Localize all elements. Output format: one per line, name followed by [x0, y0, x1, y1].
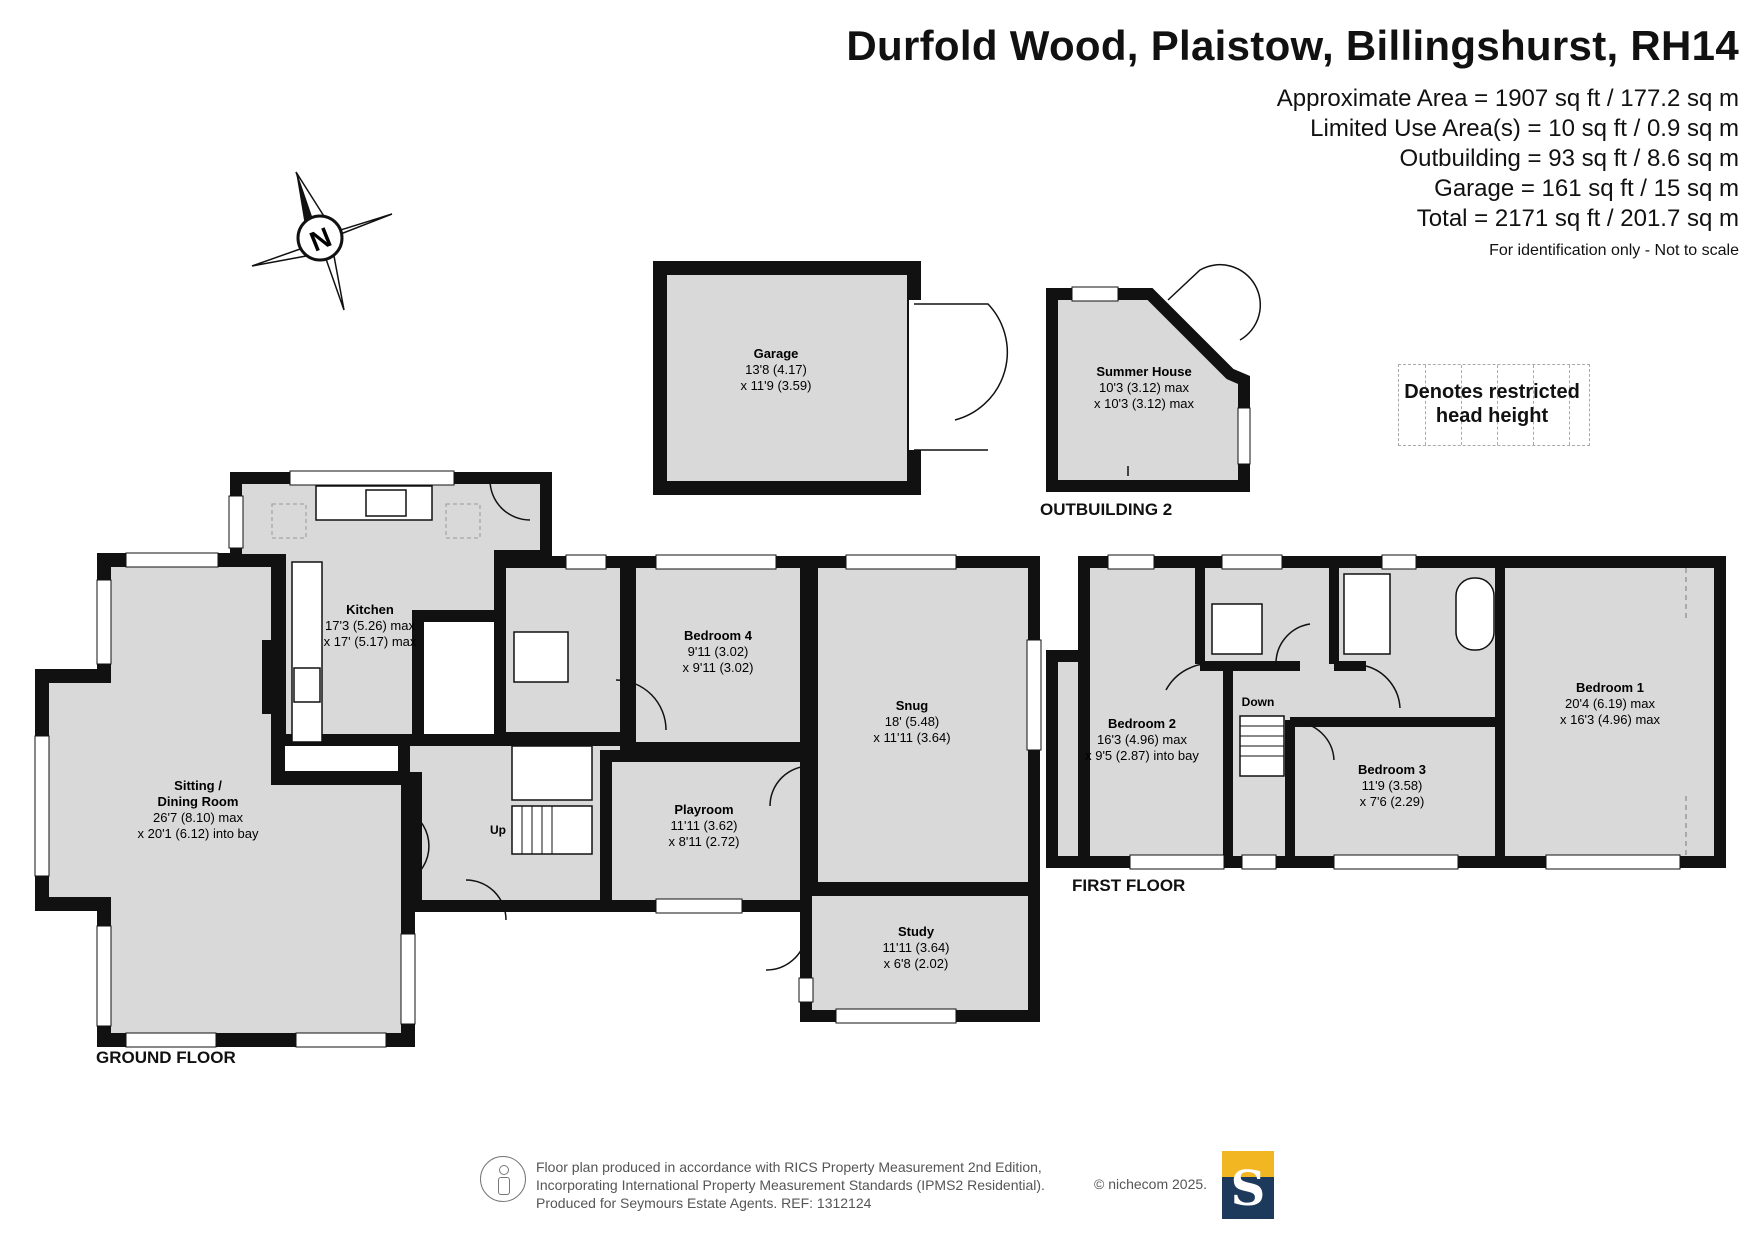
kitchen-dim2: x 17' (5.17) max: [324, 634, 417, 649]
footer-notes: Floor plan produced in accordance with R…: [536, 1158, 1045, 1212]
garage-dim1: 13'8 (4.17): [745, 362, 807, 377]
playroom-name: Playroom: [674, 802, 733, 817]
snug-name: Snug: [896, 698, 929, 713]
seymours-logo: S: [1222, 1151, 1274, 1219]
footer-line-3: Produced for Seymours Estate Agents. REF…: [536, 1195, 872, 1211]
approximate-area: Approximate Area = 1907 sq ft / 177.2 sq…: [1276, 85, 1739, 112]
restricted-legend-box: [1398, 364, 1590, 446]
bedroom1-dim2: x 16'3 (4.96) max: [1560, 712, 1661, 727]
snug-dim1: 18' (5.48): [885, 714, 940, 729]
kitchen-dim1: 17'3 (5.26) max: [325, 618, 415, 633]
copyright: © nichecom 2025.: [1094, 1176, 1208, 1192]
first-floor-walls: [1046, 554, 1726, 870]
bedroom3-name: Bedroom 3: [1358, 762, 1426, 777]
compass-icon: N: [251, 171, 393, 311]
logo-letter: S: [1230, 1161, 1266, 1217]
bedroom2-name: Bedroom 2: [1108, 716, 1176, 731]
outbuilding-label: OUTBUILDING 2: [1040, 500, 1173, 519]
bedroom2-dim2: x 9'5 (2.87) into bay: [1085, 748, 1199, 763]
footer-line-2: Incorporating International Property Mea…: [536, 1177, 1045, 1193]
logo-top-band: [1222, 1151, 1274, 1177]
bedroom1-name: Bedroom 1: [1576, 680, 1644, 695]
sitting-dim1: 26'7 (8.10) max: [153, 810, 243, 825]
sitting-dim2: x 20'1 (6.12) into bay: [138, 826, 259, 841]
kitchen-name: Kitchen: [346, 602, 394, 617]
study-dim2: x 6'8 (2.02): [884, 956, 949, 971]
summer-house-name: Summer House: [1096, 364, 1191, 379]
sitting-name1: Sitting /: [174, 778, 222, 793]
total-area: Total = 2171 sq ft / 201.7 sq m: [1416, 205, 1739, 232]
bedroom3-dim2: x 7'6 (2.29): [1360, 794, 1425, 809]
ground-floor-walls: [34, 470, 1042, 1048]
bedroom1-dim1: 20'4 (6.19) max: [1565, 696, 1655, 711]
bedroom4-dim2: x 9'11 (3.02): [683, 660, 754, 675]
summer-house-dim2: x 10'3 (3.12) max: [1094, 396, 1195, 411]
bedroom4-name: Bedroom 4: [684, 628, 753, 643]
ground-floor-label: GROUND FLOOR: [96, 1048, 236, 1067]
bedroom3-dim1: 11'9 (3.58): [1362, 778, 1423, 793]
playroom-dim2: x 8'11 (2.72): [669, 834, 740, 849]
garage-area: Garage = 161 sq ft / 15 sq m: [1434, 175, 1739, 202]
stairs-down-label: Down: [1242, 695, 1275, 709]
snug-dim2: x 11'11 (3.64): [873, 730, 950, 745]
garage-block: [653, 261, 1009, 495]
room-labels: Garage 13'8 (4.17) x 11'9 (3.59) Summer …: [138, 346, 1661, 971]
outbuilding-area: Outbuilding = 93 sq ft / 8.6 sq m: [1399, 145, 1739, 172]
garage-dim2: x 11'9 (3.59): [741, 378, 812, 393]
footer-line-1: Floor plan produced in accordance with R…: [536, 1159, 1042, 1175]
garage-name: Garage: [754, 346, 799, 361]
restricted-legend-label: Denotes restricted head height: [1404, 381, 1580, 427]
page-title: Durfold Wood, Plaistow, Billingshurst, R…: [846, 22, 1739, 69]
first-floor-label: FIRST FLOOR: [1072, 876, 1186, 895]
summer-house-block: [1046, 263, 1262, 492]
limited-use-area: Limited Use Area(s) = 10 sq ft / 0.9 sq …: [1310, 115, 1739, 142]
rics-person-icon: [480, 1156, 526, 1202]
sitting-name2: Dining Room: [158, 794, 239, 809]
bedroom2-dim1: 16'3 (4.96) max: [1097, 732, 1187, 747]
stairs-up-label: Up: [490, 823, 506, 837]
disclaimer: For identification only - Not to scale: [1489, 242, 1739, 259]
study-name: Study: [898, 924, 935, 939]
study-dim1: 11'11 (3.64): [882, 940, 949, 955]
playroom-dim1: 11'11 (3.62): [670, 818, 737, 833]
summer-house-dim1: 10'3 (3.12) max: [1099, 380, 1189, 395]
bedroom4-dim1: 9'11 (3.02): [688, 644, 749, 659]
